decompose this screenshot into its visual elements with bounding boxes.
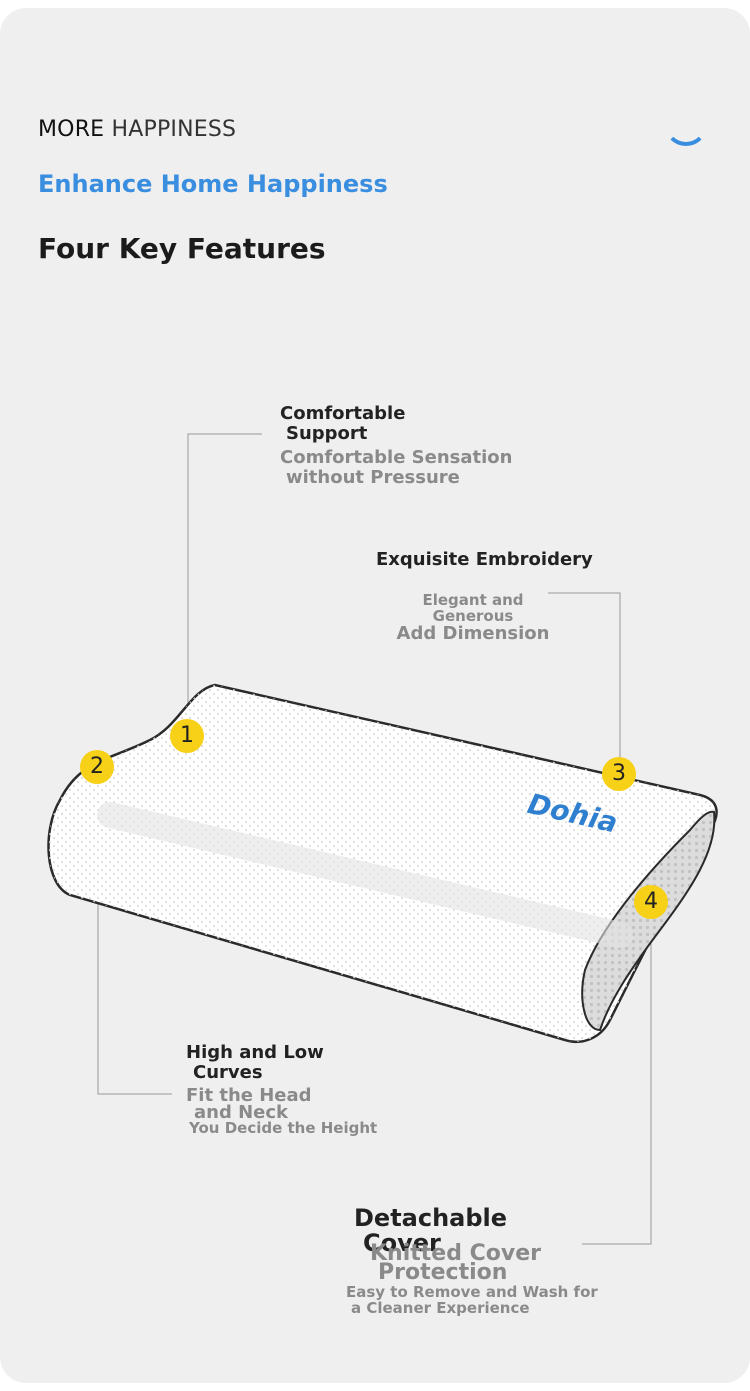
feature-embroidery-desc: Elegant and Generous Add Dimension [388, 592, 558, 644]
feature-title: Curves [193, 1062, 263, 1083]
eyebrow-strong: MORE [38, 117, 105, 142]
feature-badge-2: 2 [80, 750, 114, 784]
page-title: Four Key Features [38, 232, 326, 265]
feature-badge-4: 4 [634, 885, 668, 919]
feature-title: Support [286, 423, 368, 444]
section-eyebrow: MORE HAPPINESS [38, 117, 236, 142]
feature-desc: Generous [432, 607, 514, 625]
feature-cover-desc: Knitted Cover Protection Easy to Remove … [346, 1241, 598, 1317]
content-card [0, 8, 750, 1383]
section-subtitle: Enhance Home Happiness [38, 170, 388, 198]
pillow-side-panel [581, 810, 716, 1032]
feature-desc: Protection [378, 1260, 508, 1285]
feature-high-low-curves: High and Low Curves Fit the Head and Nec… [186, 1042, 378, 1137]
feature-desc: and Neck [194, 1102, 289, 1123]
feature-desc: a Cleaner Experience [351, 1299, 530, 1317]
feature-desc: Add Dimension [396, 623, 550, 644]
feature-desc: You Decide the Height [189, 1119, 378, 1137]
feature-desc: Easy to Remove and Wash for [346, 1283, 598, 1301]
feature-desc: Fit the Head [186, 1085, 312, 1106]
feature-exquisite-embroidery: Exquisite Embroidery [376, 550, 593, 570]
feature-badge-3: 3 [602, 757, 636, 791]
feature-title: Exquisite Embroidery [376, 549, 593, 570]
loading-spinner-icon [664, 102, 708, 146]
feature-desc: without Pressure [286, 467, 460, 488]
feature-desc: Knitted Cover [370, 1241, 541, 1266]
feature-desc: Elegant and [422, 591, 524, 609]
feature-title: High and Low [186, 1042, 324, 1063]
feature-detachable-cover: Detachable Cover [354, 1205, 507, 1255]
feature-desc: Comfortable Sensation [280, 447, 513, 468]
eyebrow-light: HAPPINESS [111, 117, 237, 142]
feature-title: Detachable [354, 1204, 508, 1232]
feature-title: Comfortable [280, 403, 406, 424]
feature-comfortable-support: Comfortable Support Comfortable Sensatio… [280, 404, 513, 488]
feature-title: Cover [363, 1229, 441, 1257]
feature-badge-1: 1 [170, 719, 204, 753]
